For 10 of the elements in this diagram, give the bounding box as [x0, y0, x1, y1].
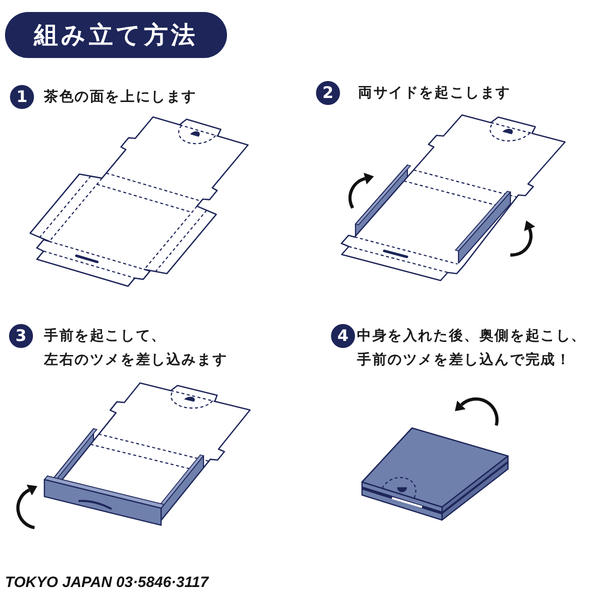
step-instruction: 両サイドを起こします — [358, 84, 512, 103]
step-instruction: 手前を起こして、左右のツメを差し込みます — [44, 327, 229, 370]
step-number: 4 — [331, 324, 355, 348]
step-instruction: 茶色の面を上にします — [44, 88, 198, 107]
title-banner: 組み立て方法 — [5, 12, 227, 58]
step-number: 1 — [10, 85, 34, 109]
step-instruction: 中身を入れた後、奥側を起こし、手前のツメを差し込んで完成！ — [357, 327, 588, 370]
step-number: 2 — [316, 81, 340, 105]
step-number: 3 — [9, 324, 33, 348]
footer-text: TOKYO JAPAN 03·5846·3117 — [5, 573, 208, 593]
